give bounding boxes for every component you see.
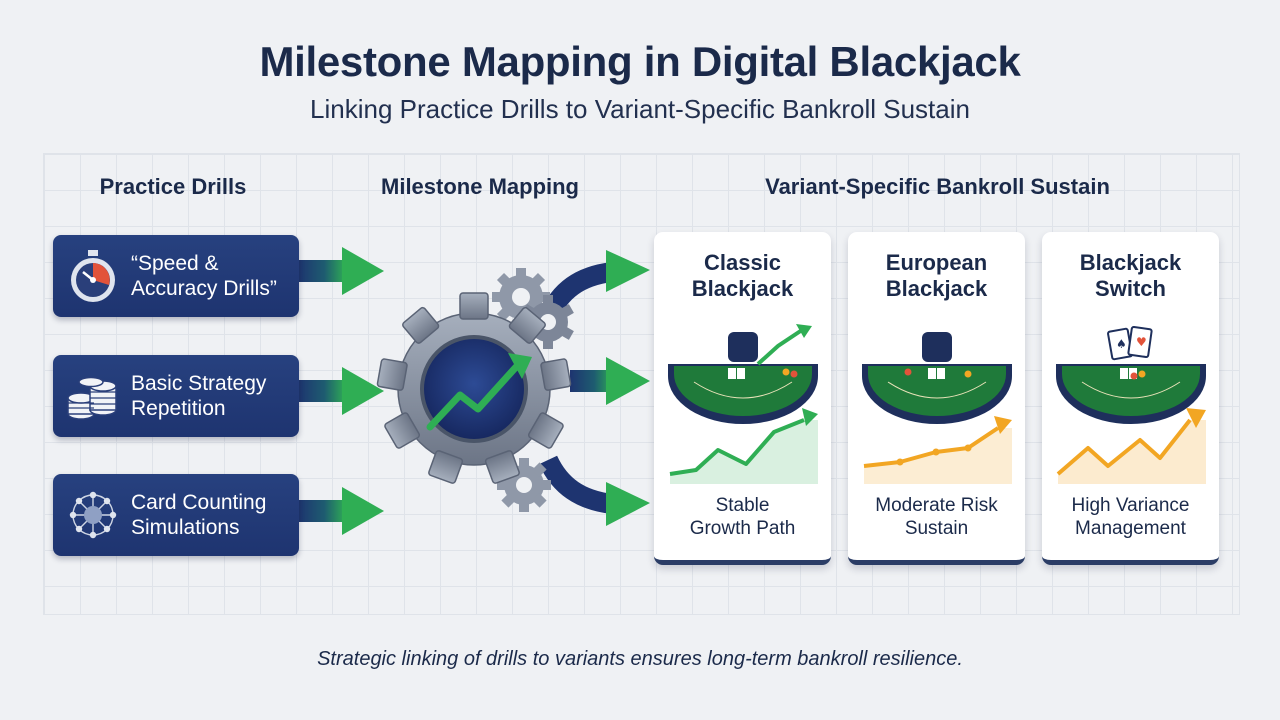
blackjack-table-icon: [668, 324, 818, 484]
blackjack-table-icon: [862, 332, 1012, 484]
variant-caption-line: Stable: [715, 495, 770, 516]
network-brain-icon: [69, 491, 117, 539]
variant-caption-line: Growth Path: [689, 518, 796, 539]
column-heading-variant-sustain: Variant-Specific Bankroll Sustain: [765, 174, 1110, 199]
footer-caption: Strategic linking of drills to variants …: [317, 648, 963, 670]
page-title: Milestone Mapping in Digital Blackjack: [259, 38, 1021, 85]
variant-title-line: Blackjack: [691, 276, 794, 301]
arrow-to-variant-bottom: [538, 455, 650, 526]
variant-caption-line: Moderate Risk: [875, 495, 998, 516]
drill-speed-accuracy: “Speed &Accuracy Drills”: [53, 235, 299, 317]
arrow-drill-2: [298, 367, 384, 415]
drill-label-line: “Speed &: [131, 252, 219, 275]
variant-title-line: European: [885, 250, 988, 275]
variant-title-line: Classic: [703, 250, 782, 275]
column-heading-practice-drills: Practice Drills: [99, 174, 247, 199]
svg-text:♠: ♠: [1116, 337, 1127, 351]
playing-cards-icon: ♠ ♥: [1107, 326, 1153, 361]
svg-text:♥: ♥: [1136, 335, 1147, 349]
arrow-to-variant-middle: [570, 357, 650, 405]
drill-label-line: Card Counting: [131, 491, 267, 514]
drill-label-line: Repetition: [131, 397, 226, 420]
column-heading-milestone-mapping: Milestone Mapping: [381, 174, 579, 199]
stopwatch-icon: [71, 250, 115, 302]
page-subtitle: Linking Practice Drills to Variant-Speci…: [310, 94, 970, 124]
variant-title-line: Switch: [1095, 276, 1166, 301]
drill-label-line: Simulations: [131, 516, 240, 539]
drill-label-line: Basic Strategy: [131, 372, 267, 395]
arrow-drill-1: [298, 247, 384, 295]
variant-caption-line: High Variance: [1071, 495, 1190, 516]
central-gear-icon: [376, 292, 572, 484]
arrow-drill-3: [298, 487, 384, 535]
variant-title-line: Blackjack: [885, 276, 988, 301]
variant-caption-line: Management: [1075, 518, 1186, 539]
drill-label-line: Accuracy Drills”: [131, 277, 277, 300]
variant-title-line: Blackjack: [1079, 250, 1182, 275]
blackjack-table-icon: ♠ ♥: [1056, 326, 1206, 484]
chip-stack-icon: [67, 376, 117, 420]
variant-caption-line: Sustain: [904, 518, 969, 539]
